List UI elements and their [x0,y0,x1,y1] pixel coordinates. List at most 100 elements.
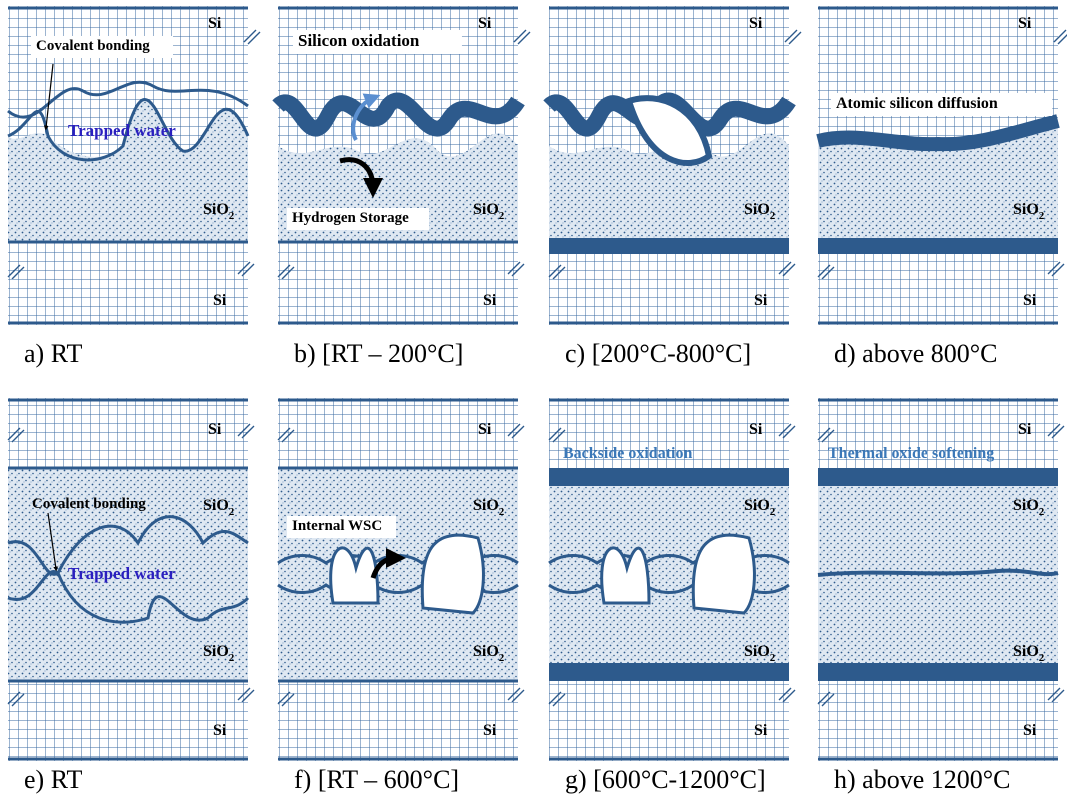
si-bottom-label: Si [754,292,768,309]
sio2-top-label: SiO2 [1013,497,1045,518]
wafer-break-mark [1047,687,1065,703]
si-top-label: Si [208,421,222,438]
sio2-label: SiO2 [1013,201,1045,222]
si-top-label: Si [749,421,763,438]
void [600,546,651,605]
sio2-bottom-label: SiO2 [203,643,235,664]
softened-interface [817,568,1059,577]
trapped-water-label: Trapped water [68,121,176,140]
silicon-oxidation-label: Silicon oxidation [298,31,420,50]
si-bottom-label: Si [754,722,768,739]
wafer-break-mark [548,264,566,280]
silicon-bottom-wafer [818,681,1058,761]
si-top-label: Si [478,15,492,32]
wafer-break-mark [817,427,835,443]
backside-oxide-band [549,468,789,486]
atomic-silicon-diffusion-label-bg [831,93,1053,116]
silicon-top-wafer [278,398,518,468]
si-bottom-label: Si [483,292,497,309]
backside-oxide-band-bottom [549,663,789,681]
si-top-label: Si [1018,15,1032,32]
sio2-label: SiO2 [203,201,235,222]
wafer-break-mark [548,427,566,443]
wafer-break-mark [817,264,835,280]
wafer-break-mark [237,687,255,703]
wafer-break-mark [277,427,295,443]
wafer-break-mark [507,687,525,703]
wafer-break-mark [778,261,796,277]
pointer-arrow [43,63,54,131]
wafer-break-mark [243,29,261,45]
si-top-label: Si [749,15,763,32]
trapped-water-label: Trapped water [68,564,176,583]
si-bottom-label: Si [1023,292,1037,309]
hydrogen-storage-label-bg [287,208,429,230]
covalent-bonding-label-bg [31,36,173,58]
silicon-bottom-wafer [278,681,518,761]
si-bottom-label: Si [213,292,227,309]
silicon-bottom-wafer [818,242,1058,325]
wafer-break-mark [277,264,295,280]
sio2-label: SiO2 [744,201,776,222]
bonding-interface-lower [7,570,250,624]
wafer-break-mark [7,427,25,443]
silicon-bottom-wafer [549,681,789,761]
panel-caption: f) [RT – 600°C] [294,765,459,794]
panel-caption: e) RT [24,765,82,794]
covalent-bonding-label: Covalent bonding [36,38,150,54]
panel-caption: d) above 800°C [834,339,997,368]
void [420,533,485,615]
covalent-bonding-label: Covalent bonding [32,496,146,512]
panel-caption: b) [RT – 200°C] [294,339,463,368]
si-top-label: Si [1018,421,1032,438]
wafer-break-mark [513,29,531,45]
silicon-top-wafer [818,398,1058,468]
bonding-interface [7,98,250,162]
panel-caption: c) [200°C-800°C] [565,339,751,368]
backside-oxidation-label: Backside oxidation [563,445,692,462]
diffusion-interface [816,114,1060,152]
silicon-bottom-wafer [278,242,518,325]
hydrogen-arrow [339,157,383,198]
backside-oxide-band [818,468,1058,486]
wafer-break-mark [1053,29,1067,45]
silicon-top-wafer [549,398,789,468]
si-top-label: Si [478,421,492,438]
panel-caption: h) above 1200°C [834,765,1010,794]
sio2-top-label: SiO2 [203,497,235,518]
wafer-break-mark [817,691,835,707]
hydrogen-storage-label: Hydrogen Storage [292,210,409,226]
void [691,533,756,615]
wafer-break-mark [277,691,295,707]
backside-oxide-band-bottom [818,663,1058,681]
silicon-bottom-wafer [549,242,789,325]
wafer-break-mark [237,261,255,277]
pointer-arrow [47,512,59,572]
si-bottom-label: Si [483,722,497,739]
sio2-bottom-label: SiO2 [473,643,505,664]
wafer-break-mark [7,264,25,280]
panel-caption: g) [600°C-1200°C] [565,765,766,794]
silicon-bottom-wafer [8,242,248,325]
si-top-label: Si [208,15,222,32]
oxidized-silicon-band [272,92,525,137]
wafer-break-mark [548,691,566,707]
sio2-label: SiO2 [473,201,505,222]
void [625,95,713,166]
wafer-break-mark [778,423,796,439]
internal-wsc-label-bg [287,516,396,538]
wafer-break-mark [7,691,25,707]
wafer-break-mark [1047,423,1065,439]
sio2-bottom-label: SiO2 [1013,643,1045,664]
silicon-bottom-wafer [8,681,248,761]
sio2-top-label: SiO2 [473,497,505,518]
wafer-break-mark [784,29,802,45]
